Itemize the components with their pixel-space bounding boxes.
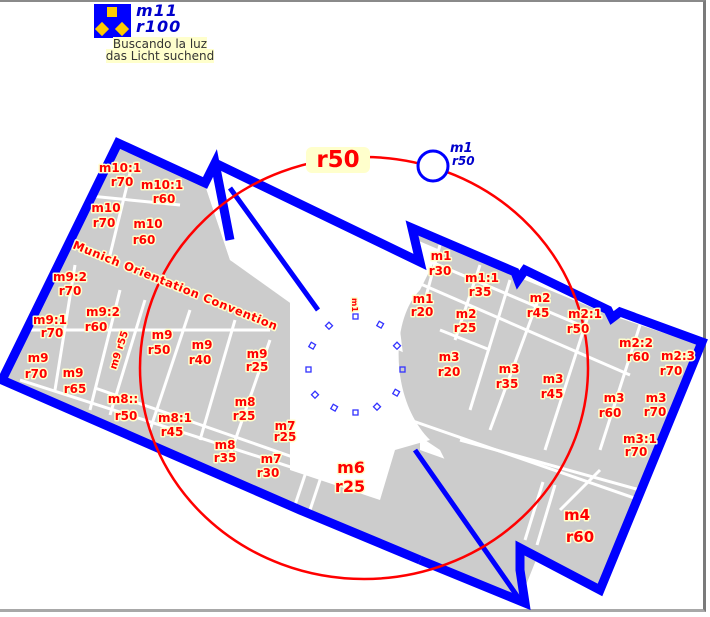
room-radius: r60	[627, 350, 650, 364]
pillar-ring	[305, 313, 406, 416]
room-magnitude: m10	[91, 201, 120, 215]
room-radius: r35	[214, 451, 237, 465]
center-marker-label: m1	[350, 298, 359, 312]
room-magnitude: m3	[439, 350, 460, 364]
room-magnitude: r70	[93, 216, 116, 230]
room-magnitude: m2:2	[619, 336, 653, 350]
room-magnitude: m3	[543, 372, 564, 386]
room-magnitude: m10:1	[99, 161, 141, 175]
room-magnitude: m2:3	[661, 349, 695, 363]
room-magnitude: m3	[604, 391, 625, 405]
room-magnitude: m3	[646, 391, 667, 405]
room-magnitude: m4	[564, 506, 590, 524]
room-magnitude: m8::	[108, 392, 138, 406]
room-radius: r60	[133, 233, 156, 247]
room-radius: r35	[496, 377, 519, 391]
sun-triangle-squares-icon	[94, 4, 131, 38]
room-radius: r30	[429, 264, 452, 278]
room-magnitude: m9	[247, 347, 268, 361]
room-radius: r25	[335, 477, 365, 496]
room-radius: r65	[64, 382, 87, 396]
room-magnitude: m1	[431, 249, 452, 263]
room-magnitude: m9:1	[33, 313, 67, 327]
legend-caption-es: Buscando la luz	[112, 37, 208, 51]
room-magnitude: m1:1	[465, 271, 499, 285]
room-magnitude: m9	[63, 366, 84, 380]
legend-magnitude: m11	[136, 1, 178, 20]
room-magnitude: m2	[456, 307, 477, 321]
room-radius: r70	[25, 367, 48, 381]
room-radius: r20	[438, 365, 461, 379]
floor-left-wing	[2, 145, 560, 600]
room-magnitude: m9	[28, 351, 49, 365]
room-radius: r25	[274, 430, 297, 444]
room-radius: r70	[644, 405, 667, 419]
room-radius: r25	[246, 360, 269, 374]
room-magnitude: m7	[261, 452, 282, 466]
room-radius: r50	[148, 343, 171, 357]
room-radius: r70	[111, 175, 134, 189]
room-radius: r45	[527, 306, 550, 320]
room-radius: r60	[566, 528, 594, 546]
m1-marker-radius: r50	[452, 154, 475, 168]
room-magnitude: m3	[499, 362, 520, 376]
wall-inner-diagonal-right	[412, 448, 523, 602]
room-radius: r30	[257, 466, 280, 480]
radius-circle-label: r50	[316, 147, 359, 173]
room-radius: r25	[233, 409, 256, 423]
open-area-top	[205, 160, 440, 310]
room-magnitude: m9:2	[53, 270, 87, 284]
room-magnitude: m10	[133, 217, 162, 231]
wall-inner-diagonal-left	[227, 186, 321, 312]
room-magnitude: m7	[275, 419, 296, 433]
room-radius: r50	[115, 409, 138, 423]
room-radius: r50	[567, 322, 590, 336]
room-magnitude: m8	[215, 438, 236, 452]
room-magnitude: m9	[192, 338, 213, 352]
room-magnitude: m8:1	[158, 411, 192, 425]
room-radius: r40	[189, 353, 212, 367]
walls	[0, 137, 708, 611]
room-radius: r70	[41, 326, 64, 340]
room-radius: r45	[161, 425, 184, 439]
legend-radius: r100	[136, 17, 182, 36]
room-radius: r20	[411, 305, 434, 319]
room-radius: r60	[153, 192, 176, 206]
room-radius: r35	[469, 285, 492, 299]
room-labels: m10:1 r70 m10:1 r60 m10 r70 m10 r60 m9:2…	[23, 160, 696, 548]
room-magnitude: m10:1	[141, 178, 183, 192]
m1-marker-circle[interactable]	[416, 149, 450, 183]
wall-top-diagonal	[213, 158, 708, 611]
courtyard	[290, 290, 430, 500]
room-radius: r70	[625, 445, 648, 459]
room-radius: r60	[85, 320, 108, 334]
room-magnitude: m1	[413, 292, 434, 306]
room-magnitude: m6	[337, 458, 365, 477]
room-magnitude: m2	[530, 291, 551, 305]
room-magnitude: m9	[152, 328, 173, 342]
legend: m11 r100 Buscando la luz das Licht suche…	[80, 2, 240, 64]
room-radius: r70	[660, 364, 683, 378]
room-radius: r25	[454, 321, 477, 335]
room-magnitude: m8	[235, 395, 256, 409]
m1-marker-magnitude: m1	[450, 141, 473, 156]
corridor-lines	[10, 164, 642, 546]
floor-right-wing	[395, 230, 700, 590]
legend-caption-de: das Licht suchend	[105, 49, 215, 63]
room-radius: r45	[541, 387, 564, 401]
room-magnitude: m2:1	[568, 307, 602, 321]
room-magnitude: r60	[599, 406, 622, 420]
room-magnitude: m3:1	[623, 432, 657, 446]
room-radius: r70	[59, 284, 82, 298]
room-magnitude: m9:2	[86, 305, 120, 319]
